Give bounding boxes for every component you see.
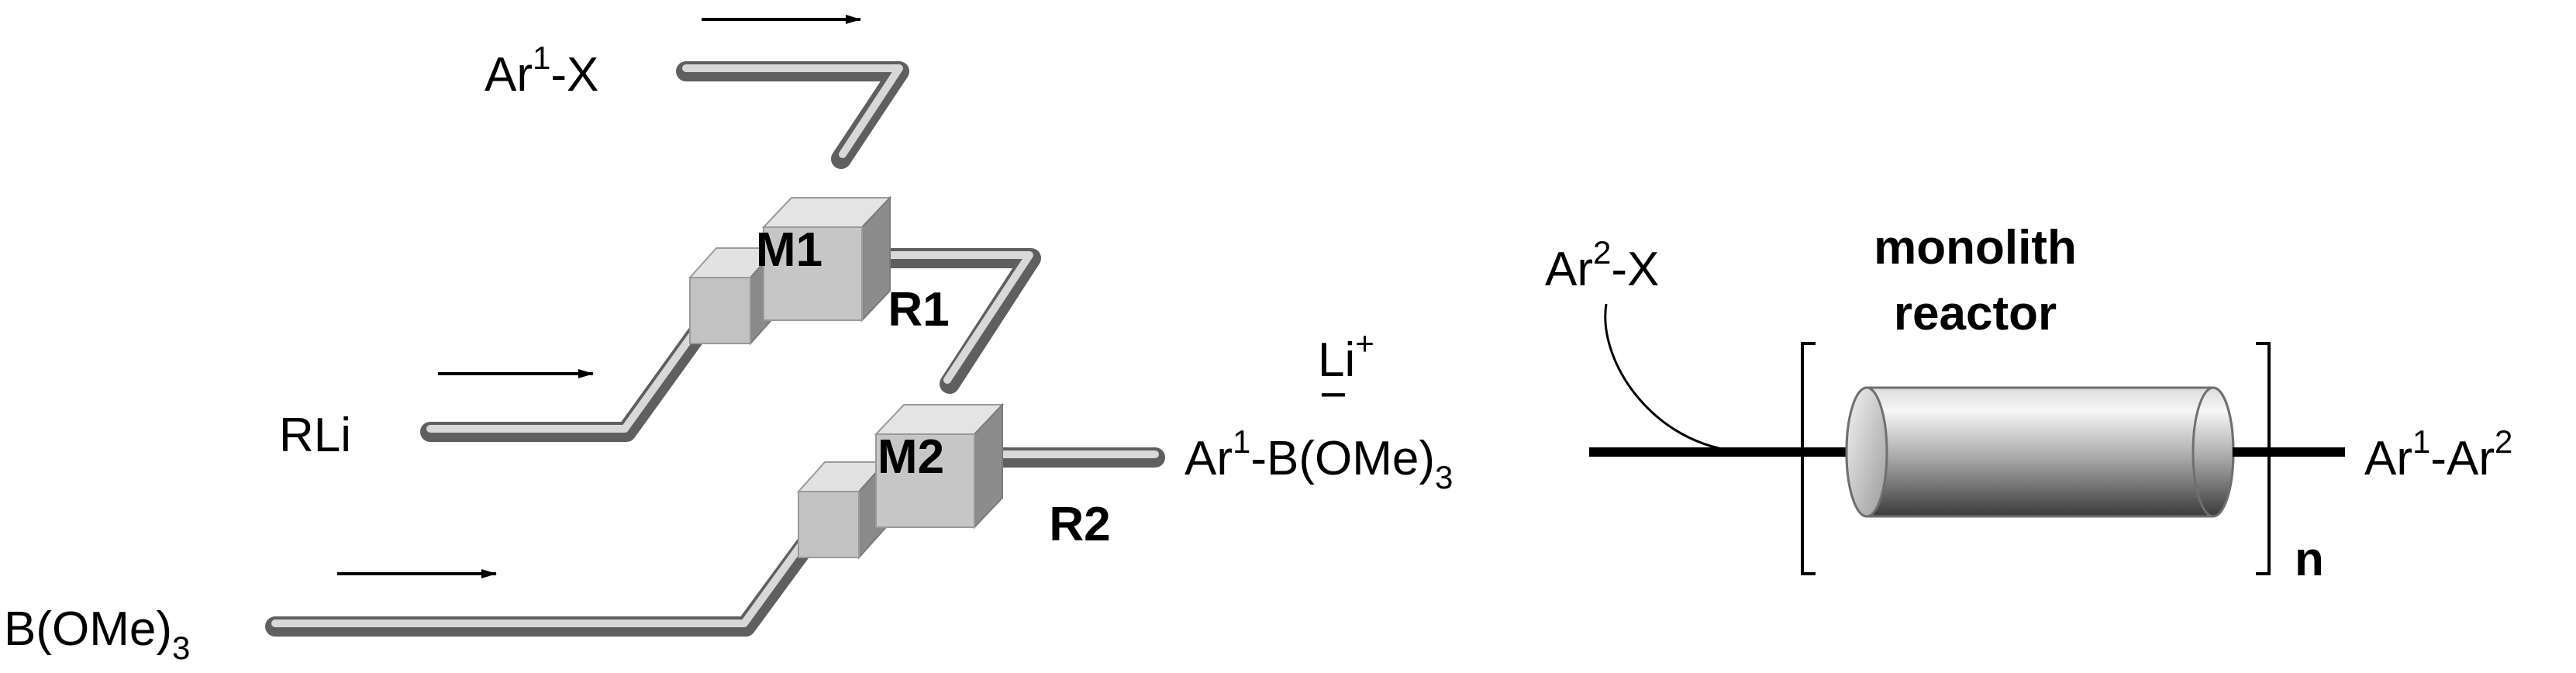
mixer-m2: M2 [796, 402, 1005, 560]
reactor-label-r2: R2 [1049, 498, 1110, 551]
mixer-label-m1: M1 [756, 223, 822, 277]
monolith-label-line2: reactor [1894, 287, 2057, 340]
lithium-cation: Li+ [1318, 325, 1374, 387]
product-biaryl: Ar1-Ar2 [2364, 423, 2512, 485]
tubing [265, 61, 1165, 637]
reagent-rli: RLi [279, 409, 351, 462]
mixer-m1: M1 [688, 195, 892, 346]
reagent-ar1x: Ar1-X [485, 40, 598, 102]
tube-rli-inlet [420, 296, 727, 442]
monolith-reactor [1845, 386, 2235, 518]
borate-charge: − [1319, 368, 1347, 422]
flow-arrows [337, 15, 861, 578]
bracket-left [1801, 342, 1816, 575]
mixer-label-m2: M2 [878, 430, 944, 484]
borate-intermediate: Ar1-B(OMe)3 [1185, 423, 1453, 495]
ar2x-addition-curve [1604, 303, 1753, 454]
monolith-stage: monolith reactor n Ar2-X Ar1-Ar2 [1545, 221, 2512, 586]
repeat-count: n [2295, 533, 2324, 586]
reactor-label-r1: R1 [888, 283, 949, 336]
reagent-bome3: B(OMe)3 [4, 602, 190, 666]
reagent-ar2x: Ar2-X [1545, 234, 1659, 296]
bracket-right [2256, 342, 2271, 575]
monolith-label-line1: monolith [1874, 221, 2077, 274]
